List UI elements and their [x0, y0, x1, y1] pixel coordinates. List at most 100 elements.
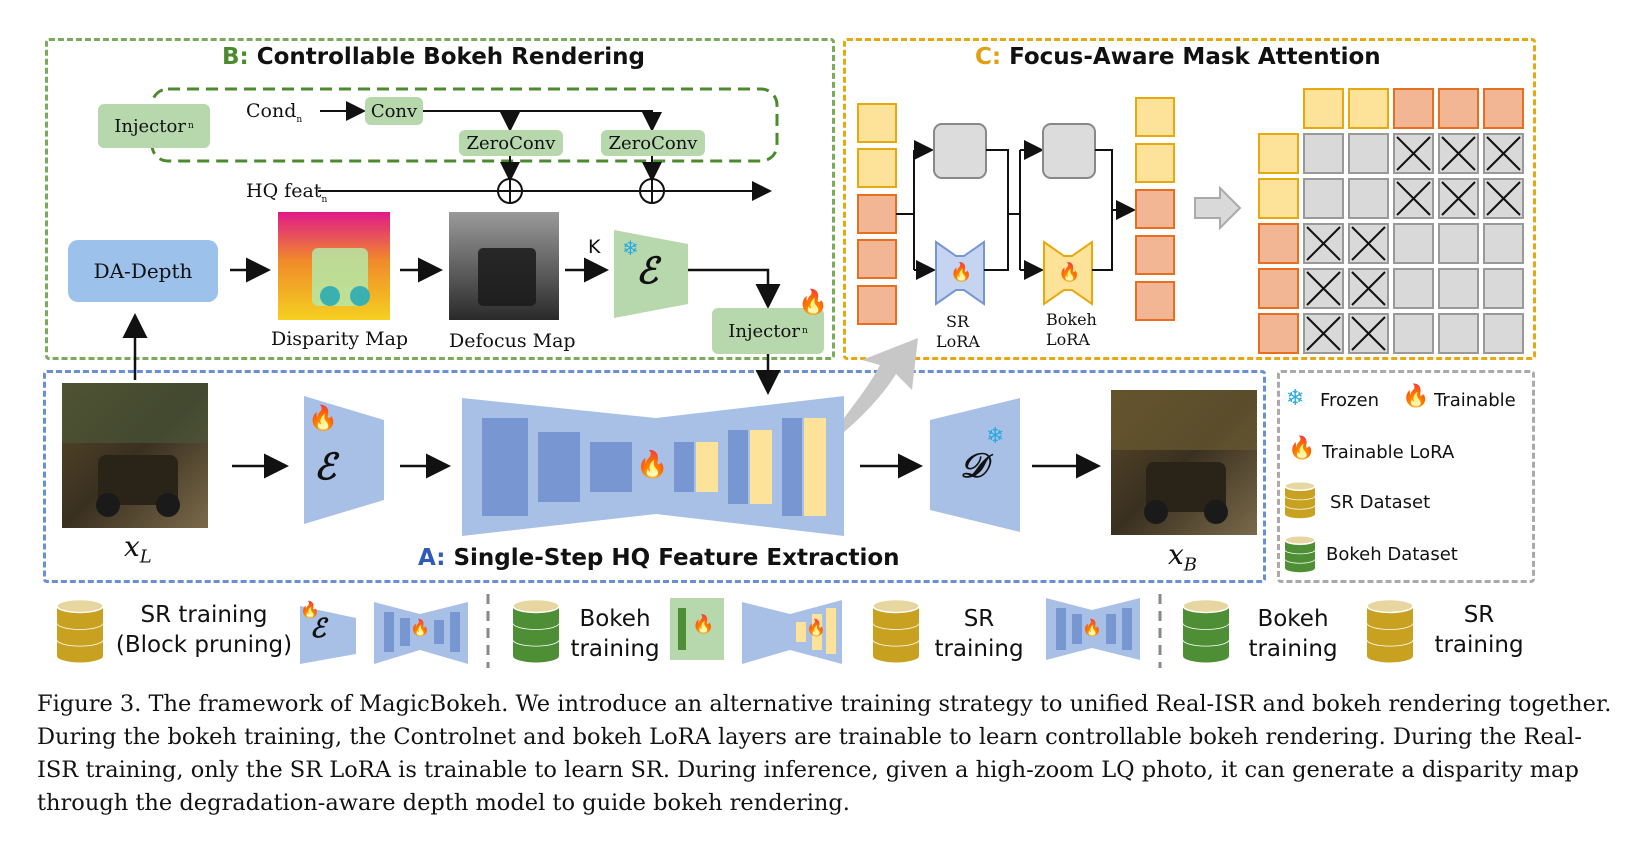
- mask-cross: [1396, 136, 1431, 171]
- strip-sr-1: SR training: [930, 604, 1028, 664]
- section-b-box: [45, 38, 835, 360]
- sr-lora-label-2: LoRA: [936, 332, 980, 351]
- mask-cross: [1486, 181, 1521, 216]
- zeroconv-1-node: ZeroConv: [459, 130, 563, 156]
- mask-row-token: [1258, 133, 1299, 174]
- mask-cell: [1393, 313, 1434, 354]
- snowflake-icon: ❄: [1286, 386, 1305, 411]
- encoder-to-injector-arrow: [688, 268, 781, 309]
- mask-cross: [1441, 136, 1476, 171]
- zeroconv-2-node: ZeroConv: [601, 130, 705, 156]
- legend-box: [1277, 370, 1535, 583]
- hq-feat-text: HQ feat: [246, 180, 322, 202]
- fire-icon: 🔥: [308, 404, 338, 432]
- encoder-b-symbol: ℰ: [636, 250, 658, 292]
- zeroconv-1-label: ZeroConv: [466, 132, 556, 154]
- strip-bokeh-1-line1: Bokeh: [579, 606, 651, 632]
- mask-cross: [1306, 271, 1341, 306]
- section-c-title: C: Focus-Aware Mask Attention: [975, 44, 1381, 70]
- input-tokens: [857, 103, 897, 325]
- strip-bokeh-1: Bokeh training: [566, 604, 664, 664]
- cond-sub: n: [296, 114, 303, 125]
- legend-trainable: Trainable: [1434, 390, 1516, 411]
- section-b-text: Controllable Bokeh Rendering: [248, 44, 645, 70]
- encoder-a-shape: [304, 396, 384, 524]
- strip-bokeh-dataset-icon: [512, 598, 560, 663]
- decoder-symbol: 𝒟: [960, 446, 988, 486]
- snowflake-icon: ❄: [622, 236, 639, 260]
- mask-header-token: [1393, 88, 1434, 129]
- sr-lora-shape: [935, 240, 985, 306]
- mask-cross: [1351, 271, 1386, 306]
- xb-sub: B: [1183, 554, 1198, 576]
- encoder-a-symbol: ℰ: [314, 446, 336, 488]
- strip-sr-2-line1: SR: [1463, 602, 1495, 628]
- disparity-map-label: Disparity Map: [271, 328, 409, 350]
- legend-sr-dataset: SR Dataset: [1330, 492, 1431, 513]
- snowflake-icon: ❄: [986, 424, 1005, 449]
- section-b-tag: B:: [222, 44, 249, 70]
- strip-sr-dataset-icon: [1366, 598, 1414, 663]
- mask-cross: [1351, 316, 1386, 351]
- injector-bottom-label: Injector: [728, 320, 800, 342]
- fire-icon: 🔥: [1058, 262, 1081, 283]
- mask-cell: [1483, 223, 1524, 264]
- strip-bokeh-2: Bokeh training: [1244, 604, 1342, 664]
- da-depth-node: DA-Depth: [68, 240, 218, 302]
- strip-bokeh-dataset-icon: [1182, 598, 1230, 663]
- xl-label: xL: [124, 530, 152, 568]
- injector-bottom-sub: n: [801, 326, 808, 336]
- sr-lora-label-1: SR: [946, 312, 970, 331]
- decoder-shape: [930, 398, 1020, 532]
- fire-icon: 🔥: [950, 262, 973, 283]
- mini-encoder-symbol: ℰ: [310, 614, 326, 644]
- mask-cell: [1483, 313, 1524, 354]
- mask-cell: [1348, 178, 1389, 219]
- mask-cross: [1486, 136, 1521, 171]
- output-tokens: [1135, 97, 1175, 321]
- mask-cross: [1351, 226, 1386, 261]
- fire-icon: 🔥: [1402, 384, 1430, 409]
- mask-cell: [1303, 133, 1344, 174]
- strip-sr-block-line2: (Block pruning): [115, 632, 293, 658]
- fire-icon: 🔥: [1288, 436, 1316, 461]
- fire-icon: 🔥: [692, 614, 715, 635]
- xb-label: xB: [1168, 538, 1197, 576]
- hq-feat-sub: n: [321, 194, 328, 205]
- xb-text: x: [1168, 538, 1184, 571]
- fire-icon: 🔥: [806, 618, 826, 637]
- dataset-icons: [56, 481, 1414, 663]
- mask-cell: [1393, 268, 1434, 309]
- mask-cross: [1306, 316, 1341, 351]
- legend-sr-dataset-icon: [1284, 481, 1316, 519]
- strip-sr-dataset-icon: [56, 598, 104, 663]
- fire-icon: 🔥: [300, 600, 320, 619]
- bokeh-lora-shape: [1043, 240, 1093, 306]
- mask-header-token: [1303, 88, 1344, 129]
- bokeh-lora-label-1: Bokeh: [1046, 310, 1097, 329]
- k-label: K: [588, 236, 601, 258]
- attention-mask-grid: [1258, 88, 1524, 354]
- strip-bokeh-2-line1: Bokeh: [1257, 606, 1329, 632]
- fire-icon: 🔥: [1082, 618, 1102, 637]
- attention-block-2: [1042, 123, 1096, 179]
- section-a-tag: A:: [418, 545, 446, 571]
- figure-caption: Figure 3. The framework of MagicBokeh. W…: [37, 691, 1612, 816]
- section-a-box: [43, 370, 1266, 583]
- defocus-map-label: Defocus Map: [449, 330, 576, 352]
- strip-sr-dataset-icon: [872, 598, 920, 663]
- conv-label: Conv: [370, 100, 418, 122]
- hq-feat-label: HQ featn: [246, 180, 327, 205]
- section-c-text: Focus-Aware Mask Attention: [1001, 44, 1381, 70]
- mask-row-token: [1258, 178, 1299, 219]
- legend-trainable-lora: Trainable LoRA: [1322, 442, 1455, 463]
- attention-block-1: [933, 123, 987, 179]
- fire-icon: 🔥: [798, 288, 828, 316]
- section-a-text: Single-Step HQ Feature Extraction: [445, 545, 900, 571]
- mask-cell: [1348, 133, 1389, 174]
- strip-sr-block: SR training (Block pruning): [114, 600, 294, 660]
- strip-bokeh-1-line2: training: [570, 636, 660, 662]
- mask-row-token: [1258, 313, 1299, 354]
